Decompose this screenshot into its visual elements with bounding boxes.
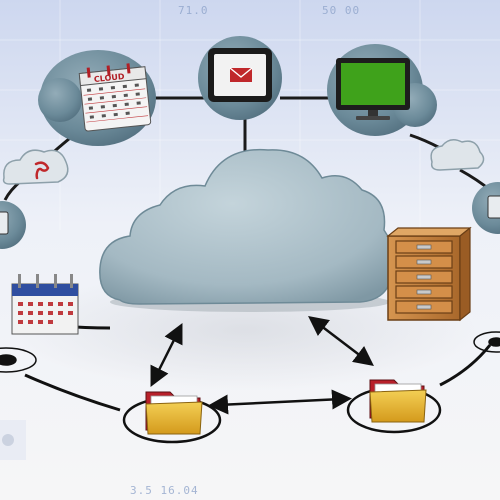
file-cabinet-icon	[386, 226, 472, 322]
decor-flower-icon	[0, 420, 26, 460]
calendar-node: CLOUD	[38, 50, 156, 146]
monitor-node	[327, 44, 437, 136]
floor-target-right	[473, 331, 500, 353]
folder-right-icon	[369, 379, 427, 423]
phone-icon	[34, 161, 50, 180]
calendar-label: CLOUD	[93, 72, 125, 84]
mail-tablet-node	[198, 36, 282, 120]
right-edge-node	[472, 182, 500, 234]
decor-text-top-left: 71.0	[178, 4, 209, 17]
decor-text-bottom: 3.5 16.04	[130, 484, 199, 497]
folder-left	[122, 391, 222, 444]
decor-text-top-right: 50 00	[322, 4, 360, 17]
envelope-icon	[229, 67, 253, 82]
floor-calendar-icon	[11, 274, 79, 335]
sync-arrows	[150, 315, 374, 415]
folder-right	[346, 379, 442, 434]
left-edge-node	[0, 201, 26, 249]
main-cloud	[99, 148, 395, 312]
calendar-icon: CLOUD	[78, 63, 152, 132]
monitor-icon	[336, 58, 410, 120]
floor-target-left	[0, 347, 37, 373]
phone-cloud	[2, 149, 69, 185]
small-cloud-right	[430, 139, 485, 171]
folder-left-icon	[145, 391, 203, 435]
